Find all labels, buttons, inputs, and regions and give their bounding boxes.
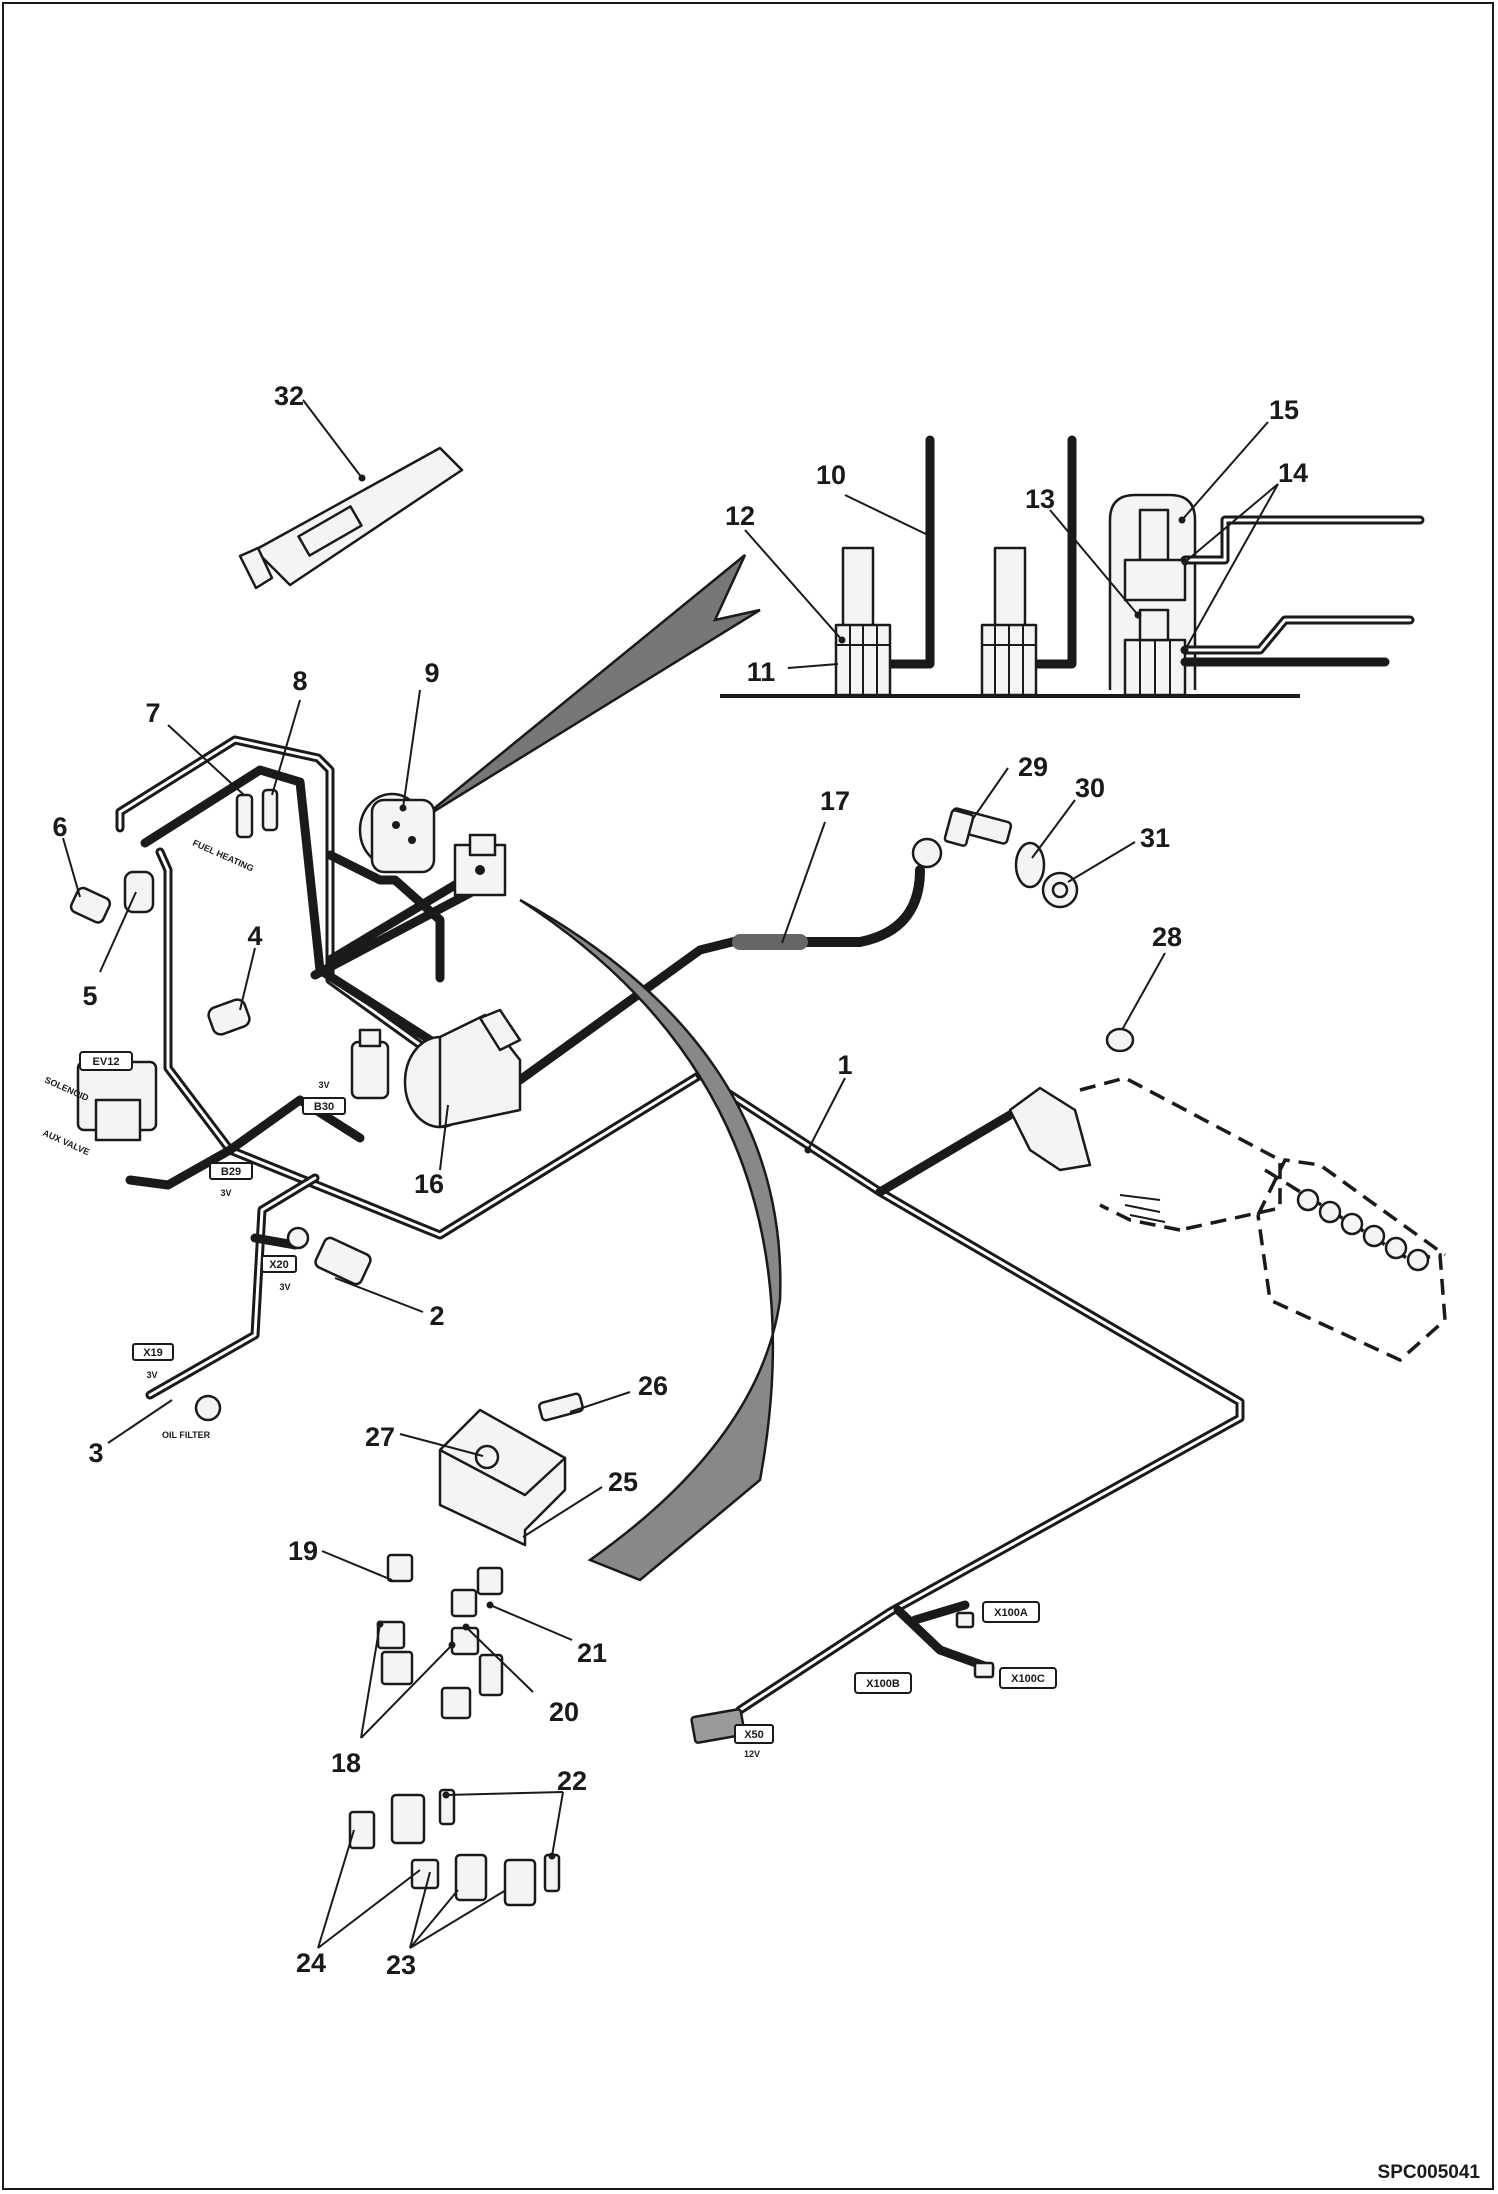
connector-x100c-body — [973, 1661, 995, 1679]
tag-x100a: X100A — [982, 1601, 1040, 1623]
bolt-29 — [943, 807, 1013, 847]
callout-4: 4 — [247, 921, 262, 951]
svg-text:X100B: X100B — [866, 1678, 900, 1690]
starter-motor-16 — [403, 1008, 522, 1129]
battery-reference — [1008, 1076, 1447, 1363]
callout-24: 24 — [296, 1948, 326, 1978]
svg-text:B30: B30 — [314, 1101, 334, 1113]
label-aux-valve: AUX VALVE — [41, 1128, 91, 1158]
callout-25: 25 — [608, 1467, 638, 1497]
terminal-block-left — [834, 546, 892, 697]
washer-30 — [1014, 841, 1046, 889]
nut-31 — [1041, 871, 1079, 909]
label-oil-filter: OIL FILTER — [162, 1430, 211, 1440]
svg-text:EV12: EV12 — [93, 1056, 120, 1068]
callout-29: 29 — [1018, 752, 1048, 782]
switch-4 — [207, 998, 251, 1036]
callout-13: 13 — [1025, 484, 1055, 514]
svg-text:3V: 3V — [279, 1282, 290, 1292]
detail-inset — [419, 435, 1425, 822]
bracket-25 — [438, 1408, 567, 1547]
callout-10: 10 — [816, 460, 846, 490]
svg-text:X100C: X100C — [1011, 1673, 1045, 1685]
svg-text:B29: B29 — [221, 1166, 241, 1178]
leader-lines — [62, 399, 1279, 1949]
clamp-28 — [1105, 1027, 1135, 1053]
callout-1: 1 — [837, 1050, 852, 1080]
callout-6: 6 — [52, 812, 67, 842]
tag-x20: X20 3V — [261, 1255, 297, 1292]
sensor-2 — [286, 1226, 372, 1286]
callout-3: 3 — [88, 1438, 103, 1468]
callout-19: 19 — [288, 1536, 318, 1566]
callout-23: 23 — [386, 1950, 416, 1980]
screw-26 — [538, 1392, 584, 1422]
svg-text:3V: 3V — [318, 1080, 329, 1090]
terminal-block-right — [1108, 493, 1197, 697]
callout-18: 18 — [331, 1748, 361, 1778]
callout-22: 22 — [557, 1766, 587, 1796]
ground-strap-17 — [732, 837, 943, 950]
callout-2: 2 — [429, 1301, 444, 1331]
svg-text:3V: 3V — [146, 1370, 157, 1380]
connector-7 — [235, 793, 254, 839]
svg-text:12V: 12V — [744, 1749, 760, 1759]
svg-text:X20: X20 — [269, 1259, 289, 1271]
callout-14: 14 — [1278, 458, 1308, 488]
tag-x100b: X100B — [854, 1672, 912, 1694]
callout-11: 11 — [747, 657, 776, 687]
solenoid-b30 — [350, 1028, 390, 1100]
callout-28: 28 — [1152, 922, 1182, 952]
terminal-block-middle — [980, 546, 1038, 697]
callout-17: 17 — [820, 786, 850, 816]
callout-31: 31 — [1140, 823, 1170, 853]
callout-20: 20 — [549, 1697, 579, 1727]
svg-text:X19: X19 — [143, 1347, 163, 1359]
tag-b29: B29 3V — [209, 1162, 253, 1198]
callout-26: 26 — [638, 1371, 668, 1401]
relay-9 — [358, 792, 436, 874]
callout-numbers: 1 2 3 4 5 6 7 8 9 10 11 12 13 14 15 16 1… — [52, 381, 1308, 1980]
grease-tube — [238, 446, 464, 590]
callout-30: 30 — [1075, 773, 1105, 803]
sender-3 — [194, 1394, 222, 1422]
tag-ev12: EV12 — [79, 1051, 133, 1071]
drawing-code: SPC005041 — [1378, 2162, 1481, 2183]
junction-block — [453, 833, 507, 897]
callout-15: 15 — [1269, 395, 1299, 425]
callout-27: 27 — [365, 1422, 395, 1452]
callout-16: 16 — [414, 1169, 444, 1199]
callout-8: 8 — [292, 666, 307, 696]
tag-b30: B30 3V — [302, 1080, 346, 1115]
label-fuel-heating: FUEL HEATING — [191, 838, 255, 874]
fuse-relay-cluster — [348, 1553, 561, 1907]
tag-x50: X50 12V — [734, 1724, 774, 1759]
callout-12: 12 — [725, 501, 755, 531]
connector-x50-body — [690, 1708, 746, 1744]
connector-8 — [261, 788, 279, 832]
callout-9: 9 — [424, 658, 439, 688]
svg-text:X100A: X100A — [994, 1607, 1028, 1619]
detail-pointer — [419, 554, 761, 822]
curved-arrow — [519, 898, 782, 1582]
svg-text:X50: X50 — [744, 1729, 764, 1741]
tag-x19: X19 3V — [132, 1343, 174, 1380]
connector-6 — [69, 886, 112, 924]
connector-x100a-body — [955, 1611, 975, 1629]
callout-21: 21 — [577, 1638, 607, 1668]
callout-32: 32 — [274, 381, 304, 411]
svg-text:3V: 3V — [220, 1188, 231, 1198]
callout-5: 5 — [82, 981, 97, 1011]
callout-7: 7 — [145, 698, 160, 728]
battery-cells — [1296, 1188, 1430, 1272]
tag-x100c: X100C — [999, 1667, 1057, 1689]
valve-ev12 — [76, 1060, 158, 1142]
